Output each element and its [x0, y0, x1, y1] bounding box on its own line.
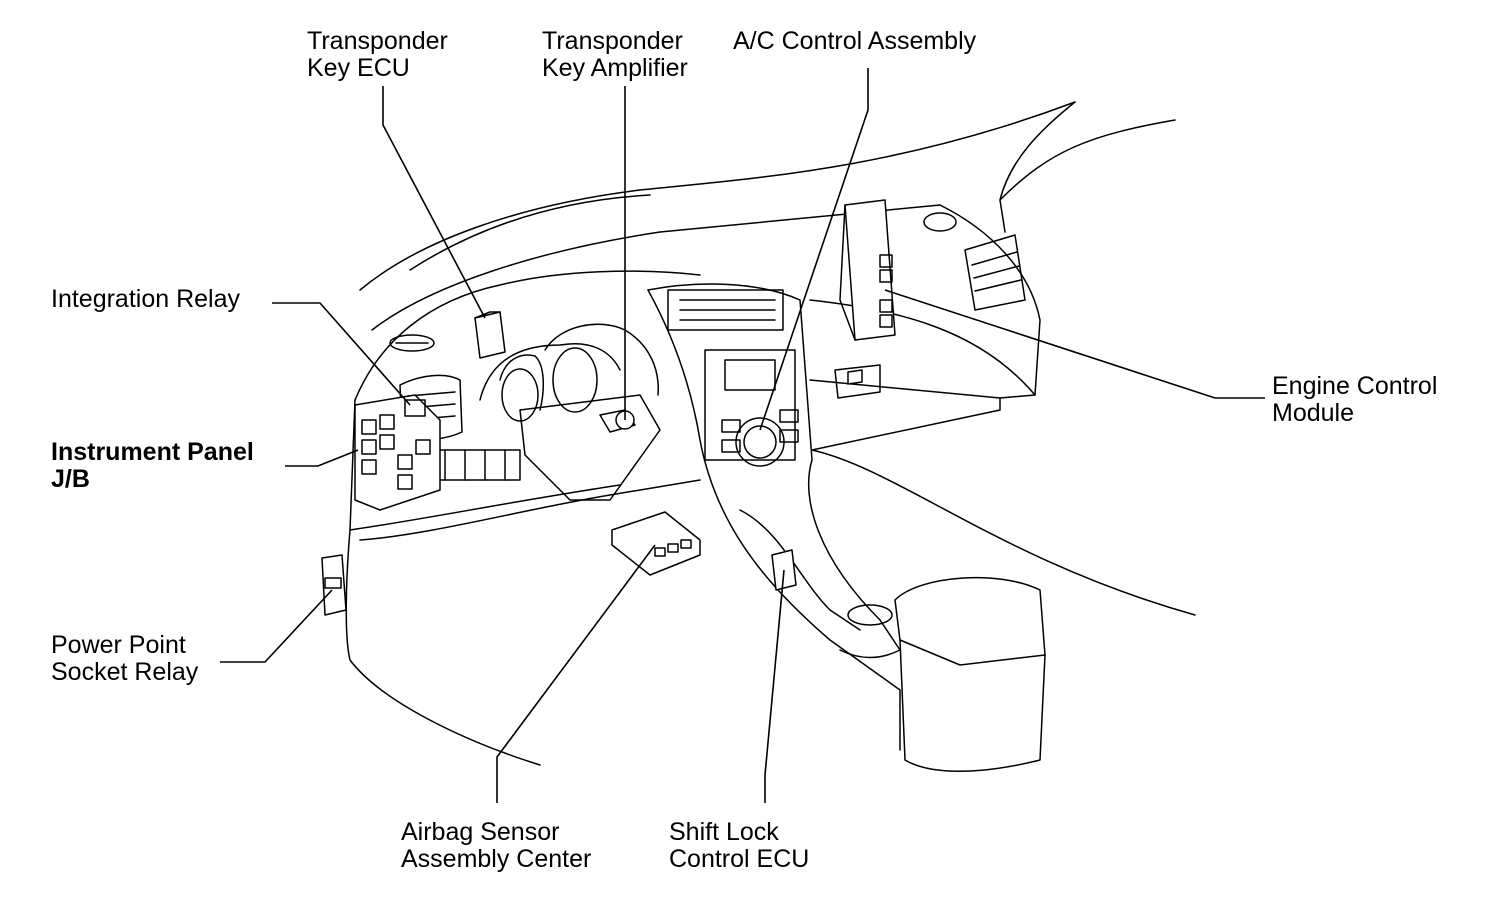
- label-line: Shift Lock: [669, 818, 779, 846]
- label-transponder-key-ecu: Transponder Key ECU: [307, 28, 448, 82]
- engine-control-module-component: [839, 199, 896, 341]
- label-line: Transponder: [307, 27, 448, 55]
- label-line: Transponder: [542, 27, 683, 55]
- label-transponder-key-amplifier: Transponder Key Amplifier: [542, 28, 688, 82]
- power-point-socket-relay-component: [321, 554, 347, 616]
- label-line: Key ECU: [307, 54, 410, 82]
- label-line: Key Amplifier: [542, 54, 688, 82]
- label-ac-control-assembly: A/C Control Assembly: [733, 28, 976, 55]
- leader-lines: [220, 68, 1265, 803]
- label-line: Module: [1272, 399, 1354, 427]
- label-line: Power Point: [51, 631, 186, 659]
- airbag-sensor-assembly-component: [611, 511, 701, 576]
- leader-power-point-socket-relay: [220, 589, 333, 663]
- label-power-point-socket-relay: Power Point Socket Relay: [51, 632, 198, 686]
- dashboard-outline: [345, 101, 1196, 772]
- label-line: Engine Control: [1272, 372, 1438, 400]
- leader-transponder-key-ecu: [382, 86, 486, 319]
- leader-engine-control-module: [884, 289, 1265, 399]
- label-line: Control ECU: [669, 845, 810, 873]
- label-line: Instrument Panel: [51, 438, 254, 466]
- label-airbag-sensor-assembly-center: Airbag Sensor Assembly Center: [401, 819, 591, 873]
- transponder-key-ecu-component: [474, 311, 506, 359]
- leader-instrument-panel-jb: [285, 449, 359, 467]
- label-line: A/C Control Assembly: [733, 27, 977, 55]
- label-line: Airbag Sensor: [401, 818, 560, 846]
- label-line: Socket Relay: [51, 658, 199, 686]
- label-engine-control-module: Engine Control Module: [1272, 373, 1437, 427]
- leader-shift-lock-control-ecu: [764, 569, 785, 803]
- label-line: Integration Relay: [51, 285, 241, 313]
- label-line: Assembly Center: [401, 845, 592, 873]
- label-shift-lock-control-ecu: Shift Lock Control ECU: [669, 819, 809, 873]
- label-line: J/B: [51, 465, 90, 493]
- instrument-panel-junction-block: [354, 394, 441, 511]
- label-integration-relay: Integration Relay: [51, 286, 240, 313]
- label-instrument-panel-jb: Instrument Panel J/B: [51, 439, 254, 493]
- leader-ac-control-assembly: [759, 68, 869, 431]
- leader-integration-relay: [272, 302, 411, 406]
- leader-airbag-sensor-assembly: [496, 544, 656, 803]
